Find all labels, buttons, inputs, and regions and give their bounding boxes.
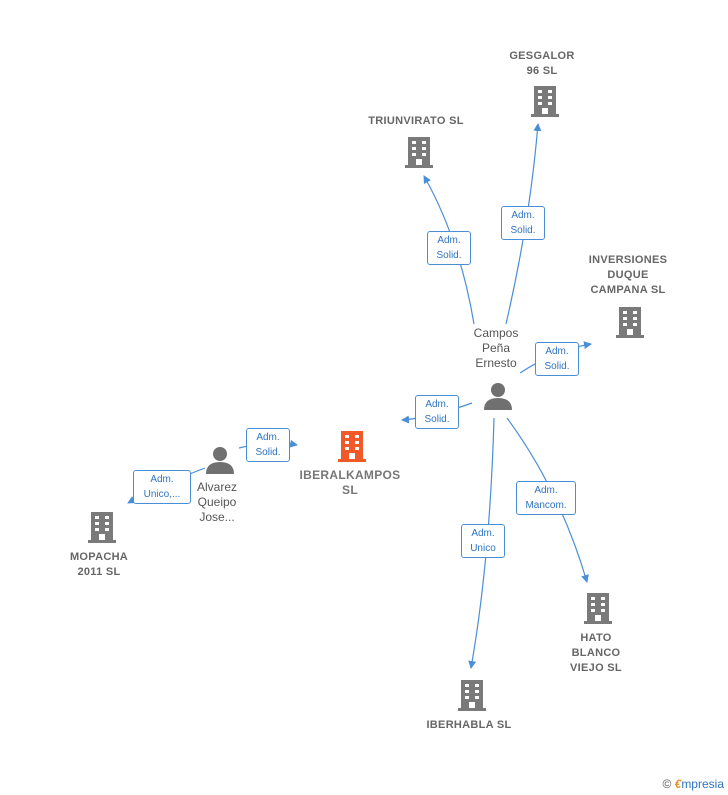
node-line: TRIUNVIRATO SL — [368, 115, 464, 127]
node-line: Ernesto — [475, 356, 517, 370]
edge-label-campos-focus[interactable]: Adm. Solid. — [415, 395, 459, 429]
edge-line: Solid. — [255, 447, 281, 458]
node-line: VIEJO SL — [570, 662, 622, 674]
edge-line: Adm. — [256, 432, 280, 443]
edge-line: Solid. — [544, 361, 570, 372]
brand-initial: € — [674, 777, 682, 791]
edge-line: Mancom. — [525, 500, 567, 511]
edge-label-campos-iberhabla[interactable]: Adm. Unico — [461, 524, 505, 558]
edge-line: Unico,... — [143, 489, 181, 500]
node-line: CAMPANA SL — [590, 284, 666, 296]
node-line: BLANCO — [571, 647, 621, 659]
edge-line: Adm. — [471, 528, 495, 539]
node-campos[interactable]: Campos Peña Ernesto — [461, 326, 531, 371]
edge-label-alvarez-focus[interactable]: Adm. Solid. — [246, 428, 290, 462]
gesgalor-building-icon[interactable] — [531, 86, 559, 117]
edge-line: Adm. — [150, 474, 174, 485]
node-alvarez[interactable]: Alvarez Queipo Jose... — [182, 480, 252, 525]
node-line: Queipo — [197, 495, 237, 509]
alvarez-person-icon[interactable] — [206, 447, 234, 474]
campos-person-icon[interactable] — [484, 383, 512, 410]
node-line: Alvarez — [196, 480, 237, 494]
brand-name: mpresia — [681, 777, 724, 791]
node-line: MOPACHA — [69, 551, 129, 563]
node-line: IBERHABLA SL — [426, 719, 512, 731]
node-line: SL — [342, 483, 358, 497]
node-mopacha[interactable]: MOPACHA 2011 SL — [59, 550, 139, 580]
node-line: 96 SL — [526, 65, 558, 77]
hato-building-icon[interactable] — [584, 593, 612, 624]
edge-line: Solid. — [436, 250, 462, 261]
mopacha-building-icon[interactable] — [88, 512, 116, 543]
edge-line: Adm. — [545, 346, 569, 357]
edge-line: Adm. — [511, 210, 535, 221]
node-triunvirato[interactable]: TRIUNVIRATO SL — [366, 114, 466, 129]
edge-label-alvarez-mopacha[interactable]: Adm. Unico,... — [133, 470, 191, 504]
edge-label-campos-triunvirato[interactable]: Adm. Solid. — [427, 231, 471, 265]
node-line: Campos — [473, 326, 519, 340]
iberhabla-building-icon[interactable] — [458, 680, 486, 711]
edge-line: Unico — [470, 543, 496, 554]
node-line: IBERALKAMPOS — [299, 468, 401, 482]
node-line: Jose... — [199, 510, 235, 524]
node-focus[interactable]: IBERALKAMPOS SL — [292, 468, 408, 498]
node-line: INVERSIONES — [588, 254, 668, 266]
node-gesgalor[interactable]: GESGALOR 96 SL — [502, 49, 582, 79]
node-line: HATO — [580, 632, 612, 644]
edge-line: Adm. — [437, 235, 461, 246]
inversiones-building-icon[interactable] — [616, 307, 644, 338]
copyright-icon: © — [662, 777, 672, 791]
empresia-logo: © €mpresia — [662, 777, 724, 791]
edge-label-campos-inversiones[interactable]: Adm. Solid. — [535, 342, 579, 376]
node-line: 2011 SL — [77, 566, 121, 578]
node-line: GESGALOR — [509, 50, 575, 62]
edge-label-campos-hato[interactable]: Adm. Mancom. — [516, 481, 576, 515]
focus-building-icon[interactable] — [338, 431, 366, 462]
edge-line: Adm. — [534, 485, 558, 496]
edge-line: Adm. — [425, 399, 449, 410]
edge-line: Solid. — [510, 225, 536, 236]
edge-label-campos-gesgalor[interactable]: Adm. Solid. — [501, 206, 545, 240]
triunvirato-building-icon[interactable] — [405, 137, 433, 168]
node-hato[interactable]: HATO BLANCO VIEJO SL — [560, 631, 632, 676]
node-inversiones[interactable]: INVERSIONES DUQUE CAMPANA SL — [584, 253, 672, 298]
node-line: DUQUE — [607, 269, 649, 281]
edge-line: Solid. — [424, 414, 450, 425]
node-line: Peña — [481, 341, 511, 355]
node-iberhabla[interactable]: IBERHABLA SL — [419, 718, 519, 733]
